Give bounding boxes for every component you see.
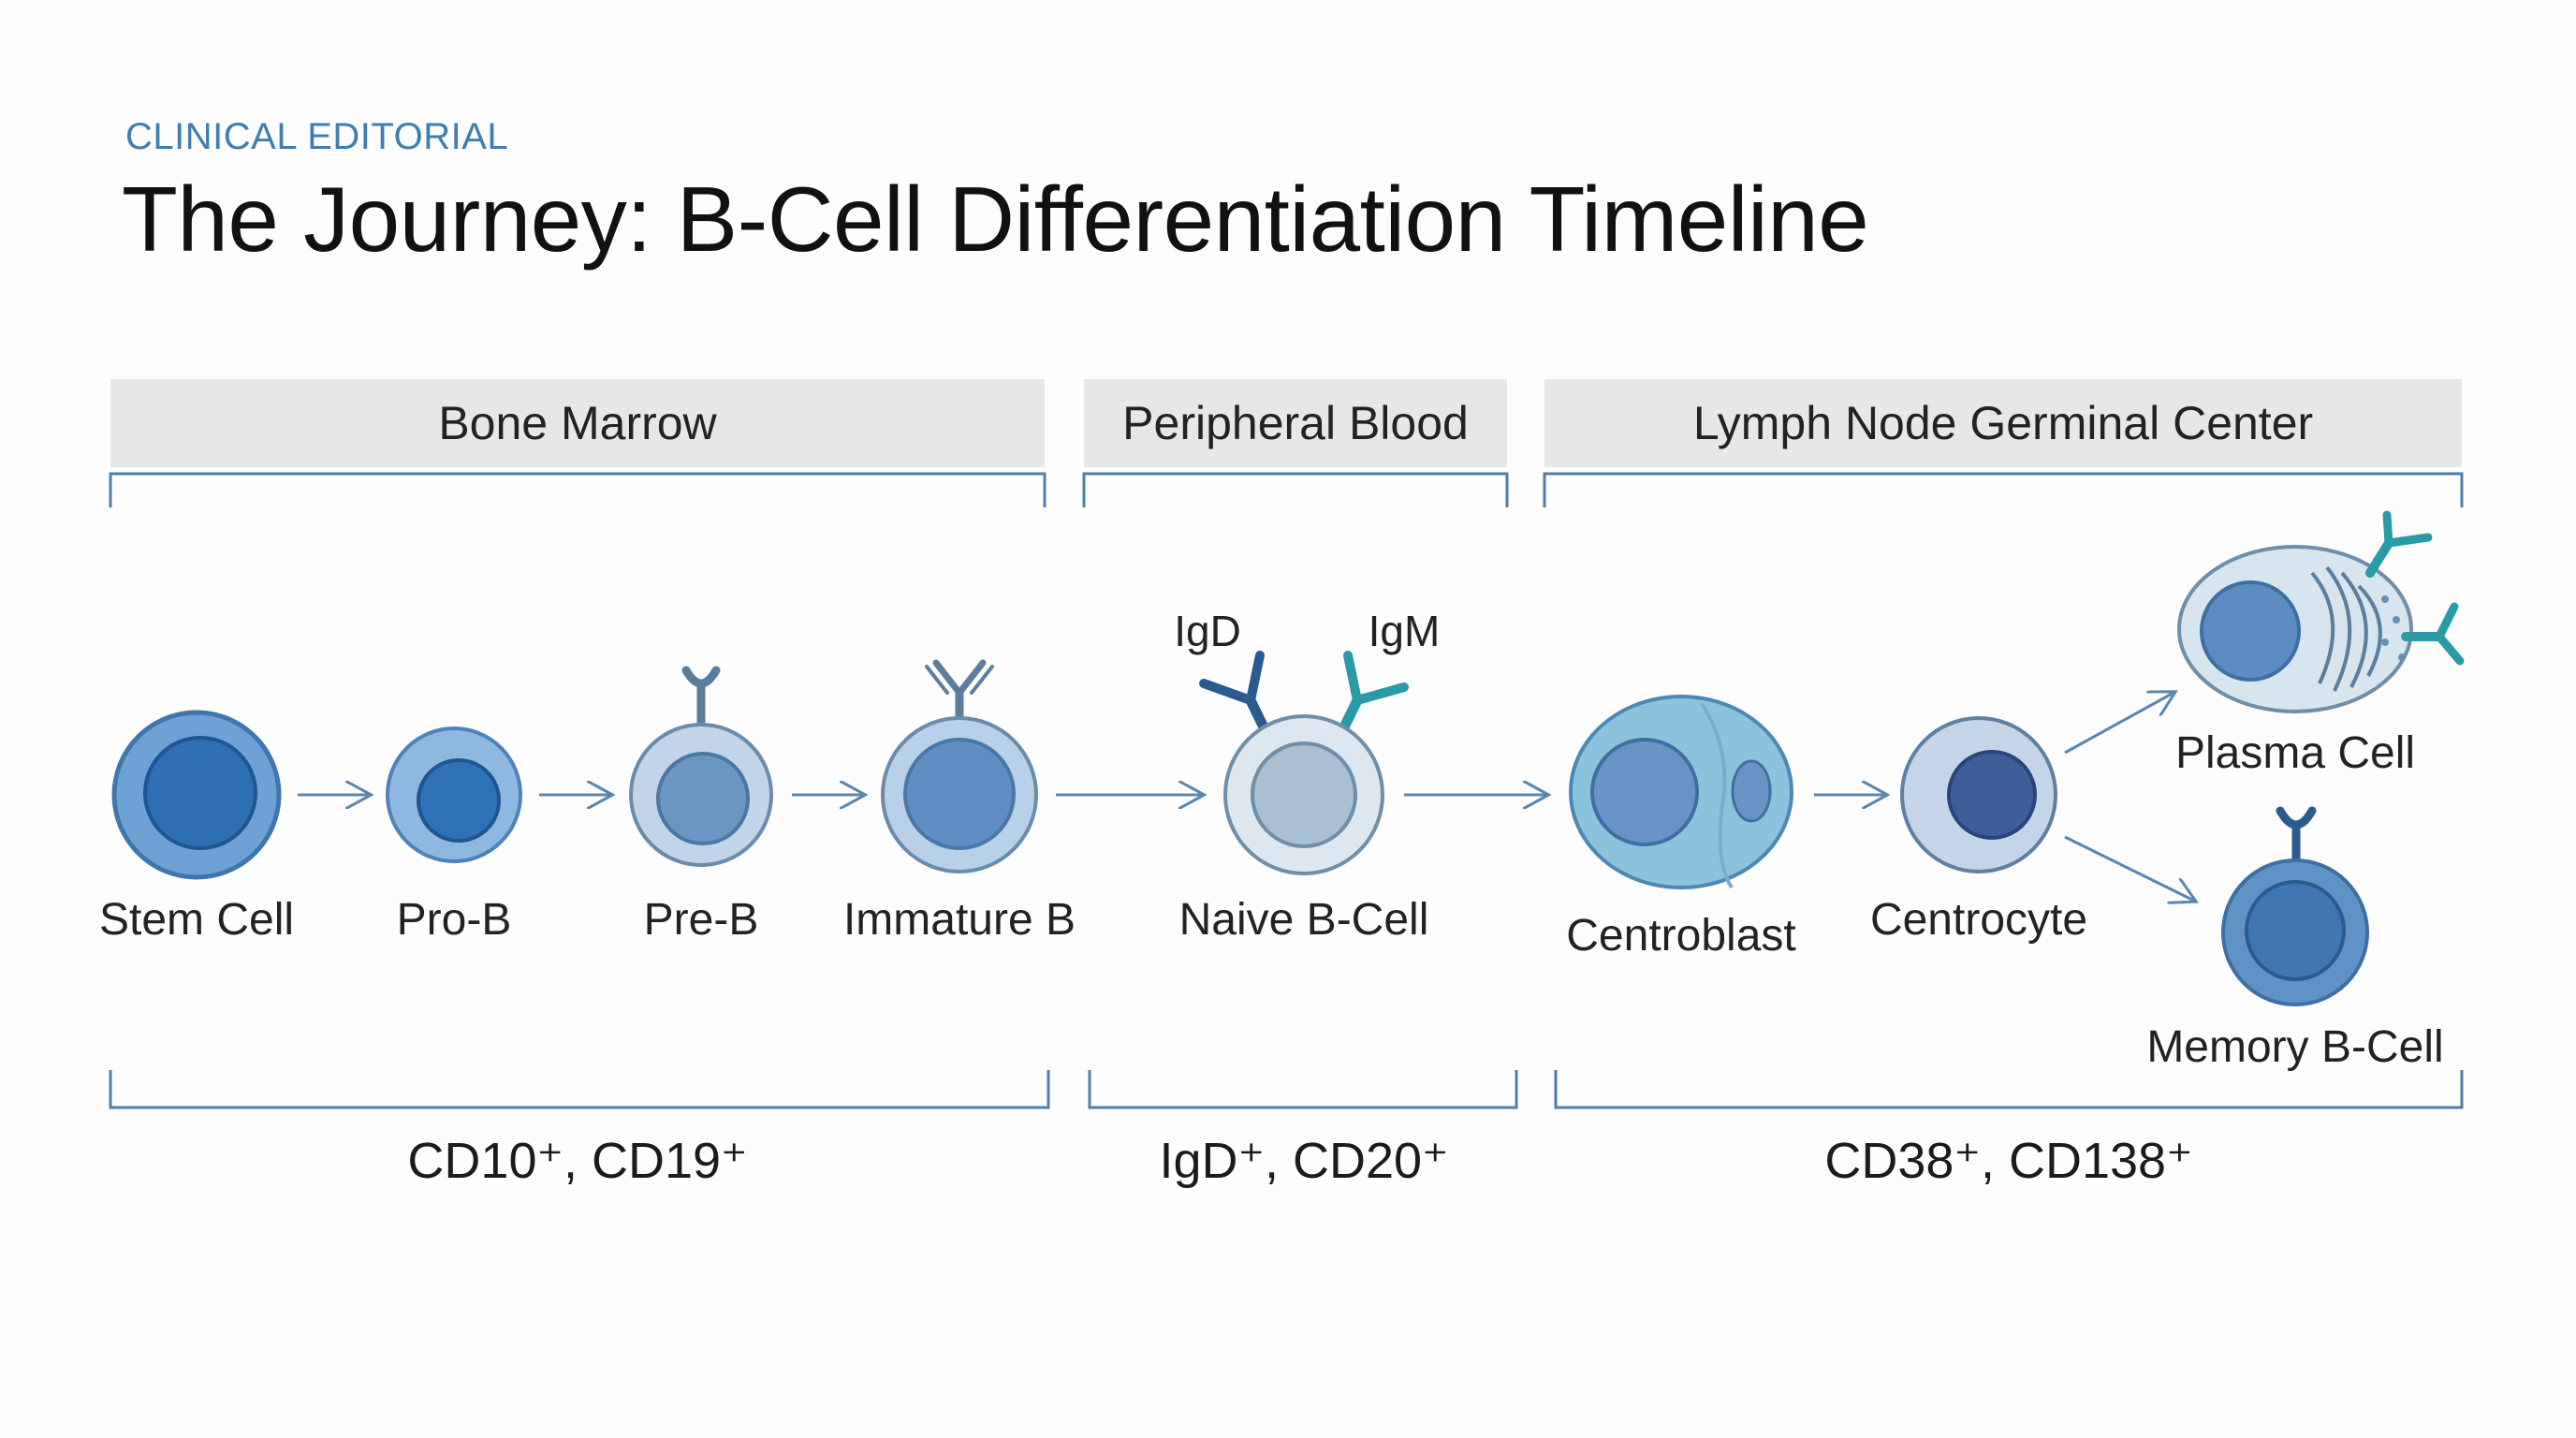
bracket-peripheral-blood-bottom — [1088, 1070, 1518, 1109]
pre-bcr-icon — [681, 666, 721, 726]
stage-header-lymph-node: Lymph Node Germinal Center — [1544, 379, 2462, 467]
label-pro-b: Pro-B — [397, 895, 512, 945]
bottom-brackets — [109, 1070, 2464, 1109]
stage-header-peripheral-blood: Peripheral Blood — [1084, 379, 1507, 467]
label-igm: IgM — [1368, 607, 1441, 655]
label-stem-cell: Stem Cell — [99, 895, 294, 945]
stage-header-bone-marrow: Bone Marrow — [110, 379, 1045, 467]
label-immature-b: Immature B — [843, 895, 1076, 945]
pre-b-icon — [629, 666, 773, 867]
label-centroblast: Centroblast — [1566, 911, 1795, 961]
memory-b-cell-icon — [2221, 806, 2369, 1006]
bracket-bone-marrow-bottom — [109, 1070, 1050, 1109]
top-brackets — [109, 472, 2464, 507]
pro-b-icon — [386, 726, 522, 863]
label-igd: IgD — [1174, 607, 1241, 655]
markers-bone-marrow: CD10⁺, CD19⁺ — [407, 1133, 747, 1189]
markers-lymph-node: CD38⁺, CD138⁺ — [1824, 1133, 2192, 1189]
bracket-bone-marrow-top — [109, 472, 1046, 507]
arrow-centrocyte-to-plasma — [2064, 693, 2174, 755]
page-title: The Journey: B-Cell Differentiation Time… — [122, 168, 1869, 271]
label-naive-b-cell: Naive B-Cell — [1179, 895, 1429, 945]
naive-b-cell-icon — [1199, 651, 1409, 875]
bcr-icon — [2276, 806, 2317, 864]
eyebrow-label: CLINICAL EDITORIAL — [125, 116, 509, 157]
stem-cell-icon — [111, 710, 282, 880]
bracket-peripheral-blood-top — [1082, 472, 1509, 507]
label-memory-b-cell: Memory B-Cell — [2146, 1022, 2443, 1072]
bracket-lymph-node-bottom — [1554, 1070, 2464, 1109]
label-centrocyte: Centrocyte — [1870, 895, 2087, 945]
igm-receptor-icon — [1336, 651, 1409, 739]
markers-peripheral-blood: IgD⁺, CD20⁺ — [1159, 1133, 1448, 1189]
igm-receptor-icon — [925, 659, 994, 726]
label-pre-b: Pre-B — [644, 895, 759, 945]
vesicles-icon — [2381, 595, 2406, 661]
label-plasma-cell: Plasma Cell — [2175, 728, 2415, 778]
bracket-lymph-node-top — [1543, 472, 2464, 507]
centroblast-icon — [1569, 695, 1793, 889]
arrow-centrocyte-to-memory — [2064, 835, 2194, 901]
plasma-cell-icon — [2177, 510, 2465, 713]
secreted-antibody-icon — [2365, 510, 2465, 666]
immature-b-icon — [881, 659, 1038, 873]
progression-arrows — [298, 693, 2194, 901]
er-icon — [2310, 565, 2382, 692]
centrocyte-icon — [1900, 716, 2057, 873]
igd-receptor-icon — [1199, 651, 1272, 739]
